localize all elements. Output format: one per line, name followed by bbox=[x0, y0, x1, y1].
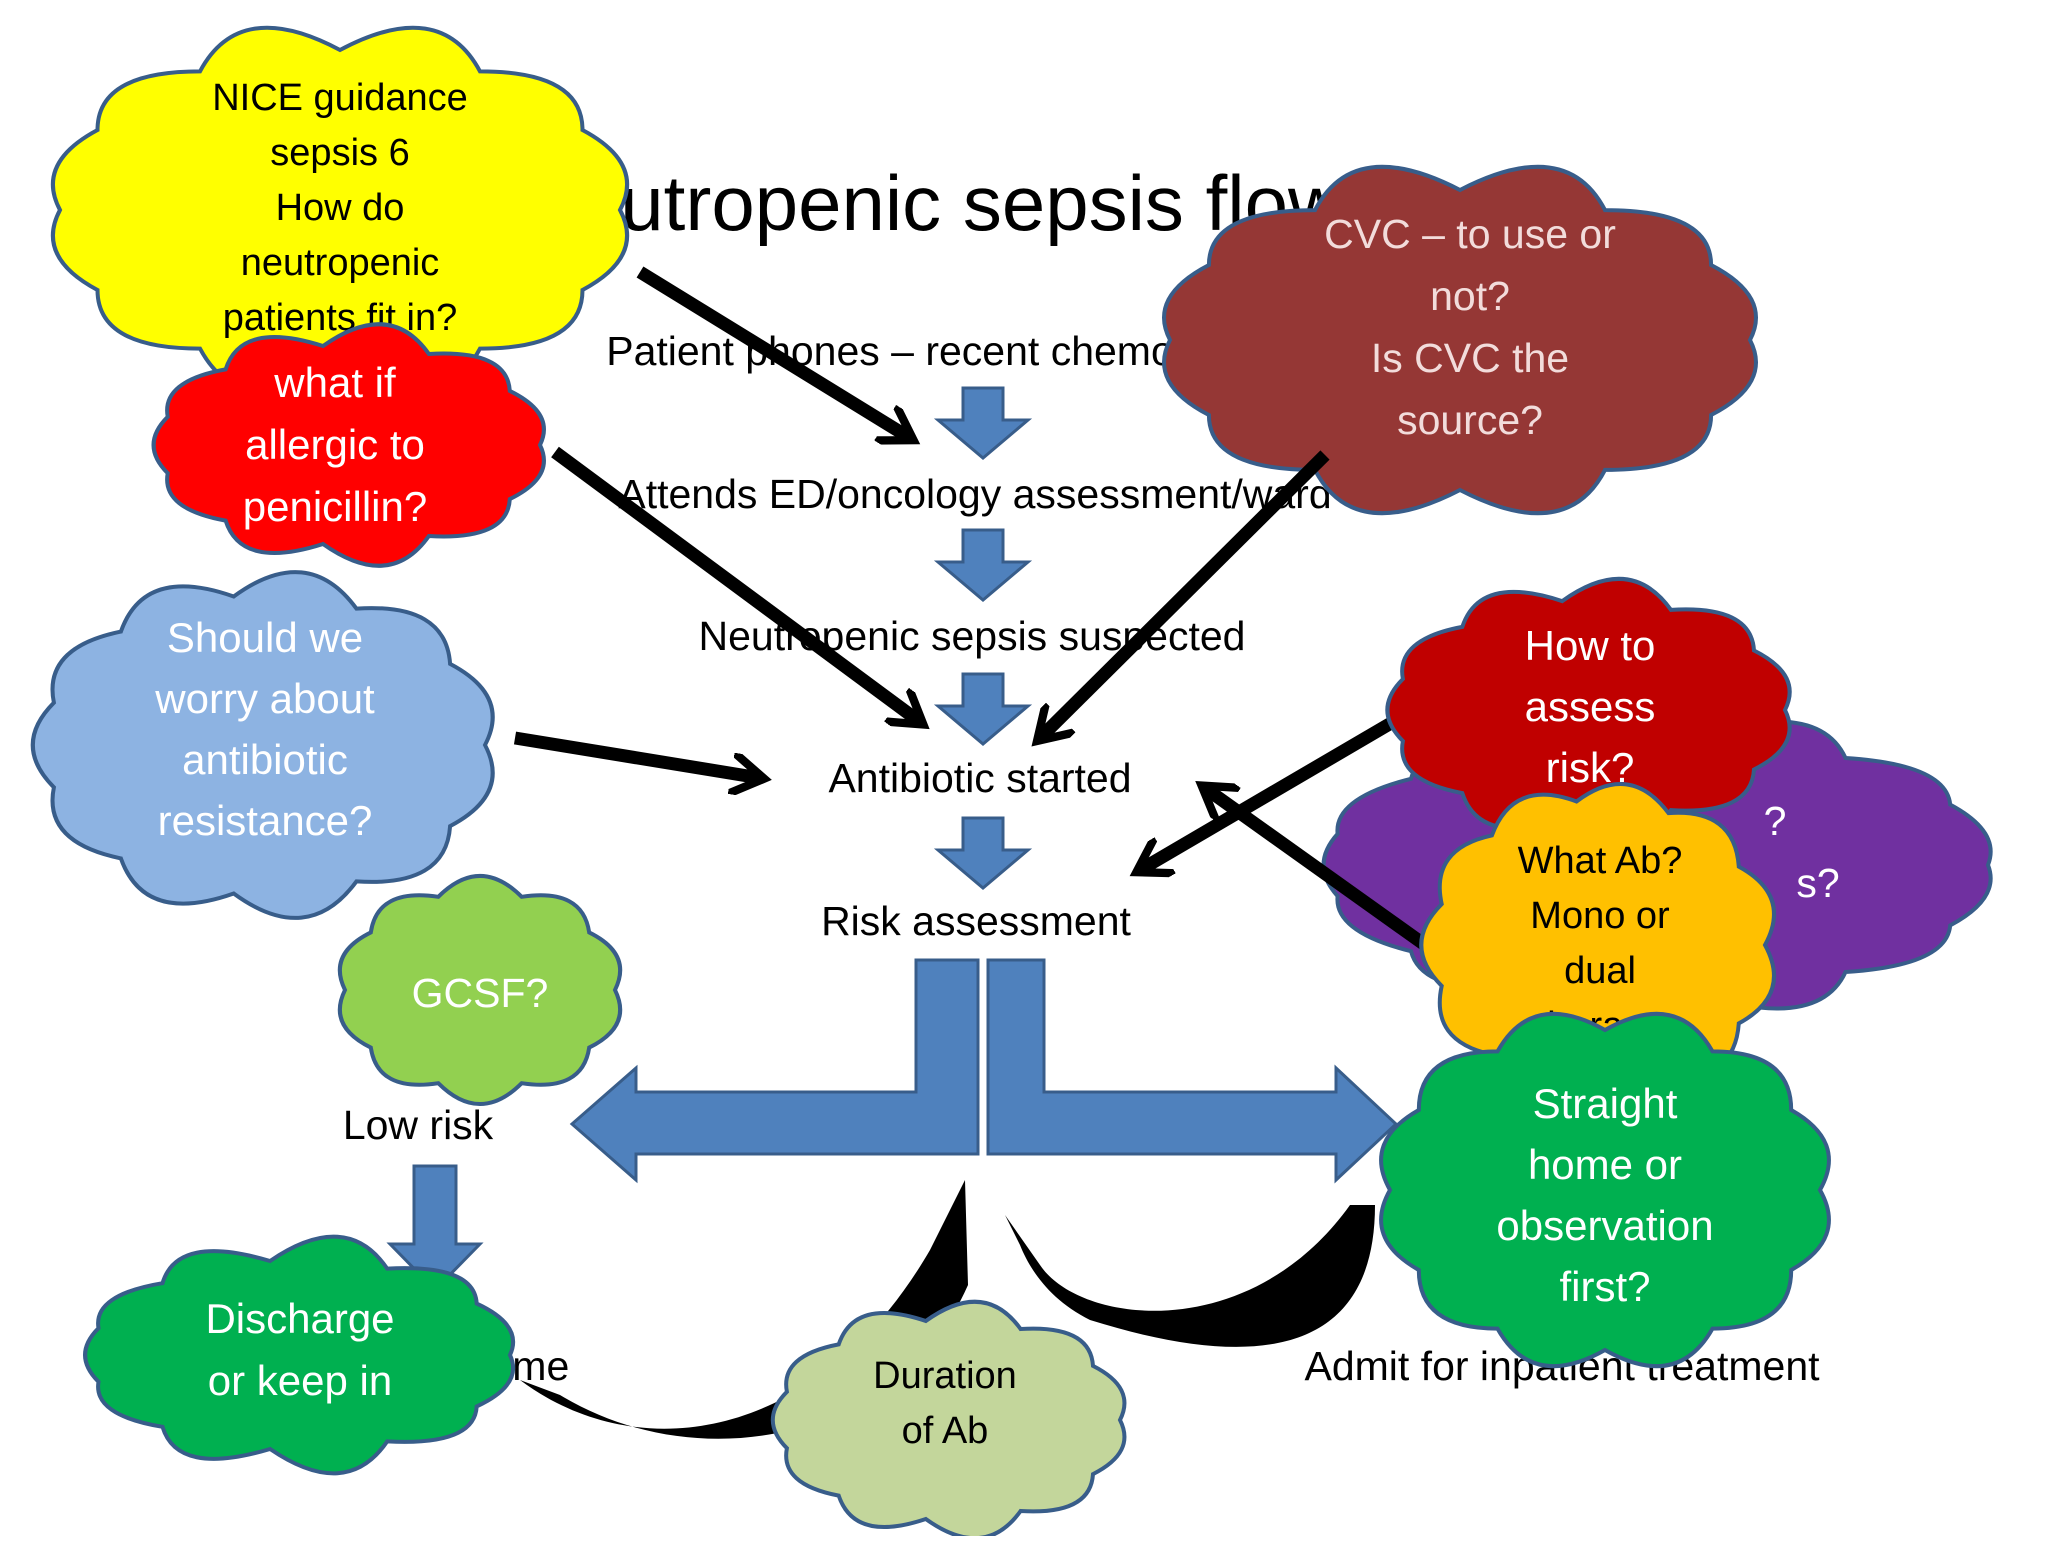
cloud-penicillin-allergy: what if allergic to penicillin? bbox=[151, 322, 546, 568]
clouds-back-layer: NICE guidance sepsis 6 How do neutropenic pa… bbox=[30, 25, 1993, 1106]
arrow-allergy-to-antibiotic bbox=[551, 446, 920, 722]
cloud-antibiotic-resistance-shape bbox=[30, 570, 495, 920]
cloud-nice-guidance-shape bbox=[50, 25, 630, 395]
cloud-cvc-shape bbox=[1162, 164, 1758, 516]
cloud-cvc-line: Is CVC the bbox=[1371, 335, 1569, 381]
flow-step-antibiotic-started: Antibiotic started bbox=[828, 755, 1131, 801]
cloud-gcsf: GCSF? bbox=[337, 874, 623, 1106]
arrow-assess-risk-to-risk bbox=[1140, 706, 1414, 870]
cloud-penicillin-allergy-shape bbox=[151, 322, 546, 568]
cloud-cvc-line: source? bbox=[1397, 397, 1543, 443]
cloud-antibiotic-resistance: Should we worry about antibiotic resistance… bbox=[30, 570, 495, 920]
cloud-what-antibiotic-line: Mono or bbox=[1530, 895, 1670, 937]
pointer-arrows bbox=[513, 266, 1429, 951]
cloud-penicillin-allergy-line: allergic to bbox=[245, 421, 425, 468]
cloud-purple-fragment: ? bbox=[1764, 798, 1787, 844]
cloud-duration-of-antibiotic-line: of Ab bbox=[902, 1410, 989, 1452]
flow-low-risk-label: Low risk bbox=[343, 1102, 494, 1148]
cloud-duration-of-antibiotic-shape bbox=[770, 1299, 1127, 1541]
clouds-front-layer: what if allergic to penicillin? How to asses… bbox=[83, 322, 1831, 1541]
down-arrow-4 bbox=[933, 816, 1033, 890]
cloud-assess-risk-shape bbox=[1385, 577, 1792, 843]
cloud-gcsf-line: GCSF? bbox=[412, 970, 549, 1016]
cloud-antibiotic-resistance-line: antibiotic bbox=[182, 736, 348, 783]
cloud-antibiotic-resistance-line: worry about bbox=[154, 675, 375, 722]
low-risk-down-arrow bbox=[386, 1164, 484, 1293]
arrow-nice-to-attends bbox=[636, 266, 910, 438]
cloud-straight-home-line: home or bbox=[1528, 1141, 1682, 1188]
cloud-straight-home: Straight home or observation first? bbox=[1379, 1011, 1831, 1369]
cloud-purple-fragment: s? bbox=[1796, 860, 1839, 906]
cloud-antibiotic-resistance-line: resistance? bbox=[158, 797, 373, 844]
cloud-discharge-or-keep-in-shape bbox=[83, 1234, 516, 1476]
flow-step-risk-assessment: Risk assessment bbox=[821, 898, 1131, 944]
arrow-resistance-to-antibiotic bbox=[513, 731, 760, 778]
cloud-what-antibiotic-line: What Ab? bbox=[1518, 840, 1683, 882]
cloud-nice-guidance-line: patients fit in? bbox=[223, 297, 457, 339]
cloud-nice-guidance: NICE guidance sepsis 6 How do neutropenic pa… bbox=[50, 25, 630, 395]
left-branch-arrow bbox=[569, 958, 980, 1184]
cloud-cvc-line: not? bbox=[1430, 273, 1510, 319]
cloud-penicillin-allergy-line: penicillin? bbox=[243, 483, 427, 530]
cloud-straight-home-line: first? bbox=[1559, 1263, 1650, 1310]
right-branch-arrow bbox=[986, 958, 1399, 1184]
cloud-duration-of-antibiotic-line: Duration bbox=[873, 1355, 1017, 1397]
cloud-discharge-or-keep-in-line: or keep in bbox=[208, 1357, 392, 1404]
arrow-cvc-to-antibiotic bbox=[1040, 450, 1330, 738]
down-arrow-3 bbox=[933, 672, 1033, 746]
cloud-straight-home-shape bbox=[1379, 1011, 1831, 1369]
cloud-penicillin-allergy-line: what if bbox=[273, 359, 396, 406]
cloud-straight-home-line: Straight bbox=[1533, 1080, 1678, 1127]
cloud-discharge-or-keep-in: Discharge or keep in bbox=[83, 1234, 516, 1476]
flow-step-attends-ed: Attends ED/oncology assessment/ward bbox=[618, 471, 1331, 517]
cloud-assess-risk-line: assess bbox=[1525, 683, 1656, 730]
cloud-duration-of-antibiotic: Duration of Ab bbox=[770, 1299, 1127, 1541]
cloud-nice-guidance-line: How do bbox=[276, 187, 405, 229]
down-arrow-1 bbox=[933, 386, 1033, 460]
curved-arrow-admit-loop bbox=[1005, 1205, 1375, 1347]
flow-step-patient-phones: Patient phones – recent chemo bbox=[606, 328, 1174, 374]
cloud-nice-guidance-line: sepsis 6 bbox=[270, 132, 409, 174]
cloud-antibiotic-resistance-line: Should we bbox=[167, 614, 363, 661]
cloud-nice-guidance-line: NICE guidance bbox=[212, 77, 468, 119]
cloud-gcsf-shape bbox=[337, 874, 623, 1106]
down-arrow-2 bbox=[933, 528, 1033, 602]
cloud-assess-risk-line: How to bbox=[1525, 622, 1656, 669]
arrow-what-ab-to-antibiotic bbox=[1205, 788, 1429, 951]
cloud-nice-guidance-line: neutropenic bbox=[241, 242, 440, 284]
cloud-discharge-or-keep-in-line: Discharge bbox=[205, 1295, 394, 1342]
cloud-straight-home-line: observation bbox=[1496, 1202, 1713, 1249]
cloud-cvc-line: CVC – to use or bbox=[1324, 211, 1616, 257]
cloud-cvc: CVC – to use or not? Is CVC the source? bbox=[1162, 164, 1758, 516]
cloud-what-antibiotic-line: dual bbox=[1564, 950, 1636, 992]
